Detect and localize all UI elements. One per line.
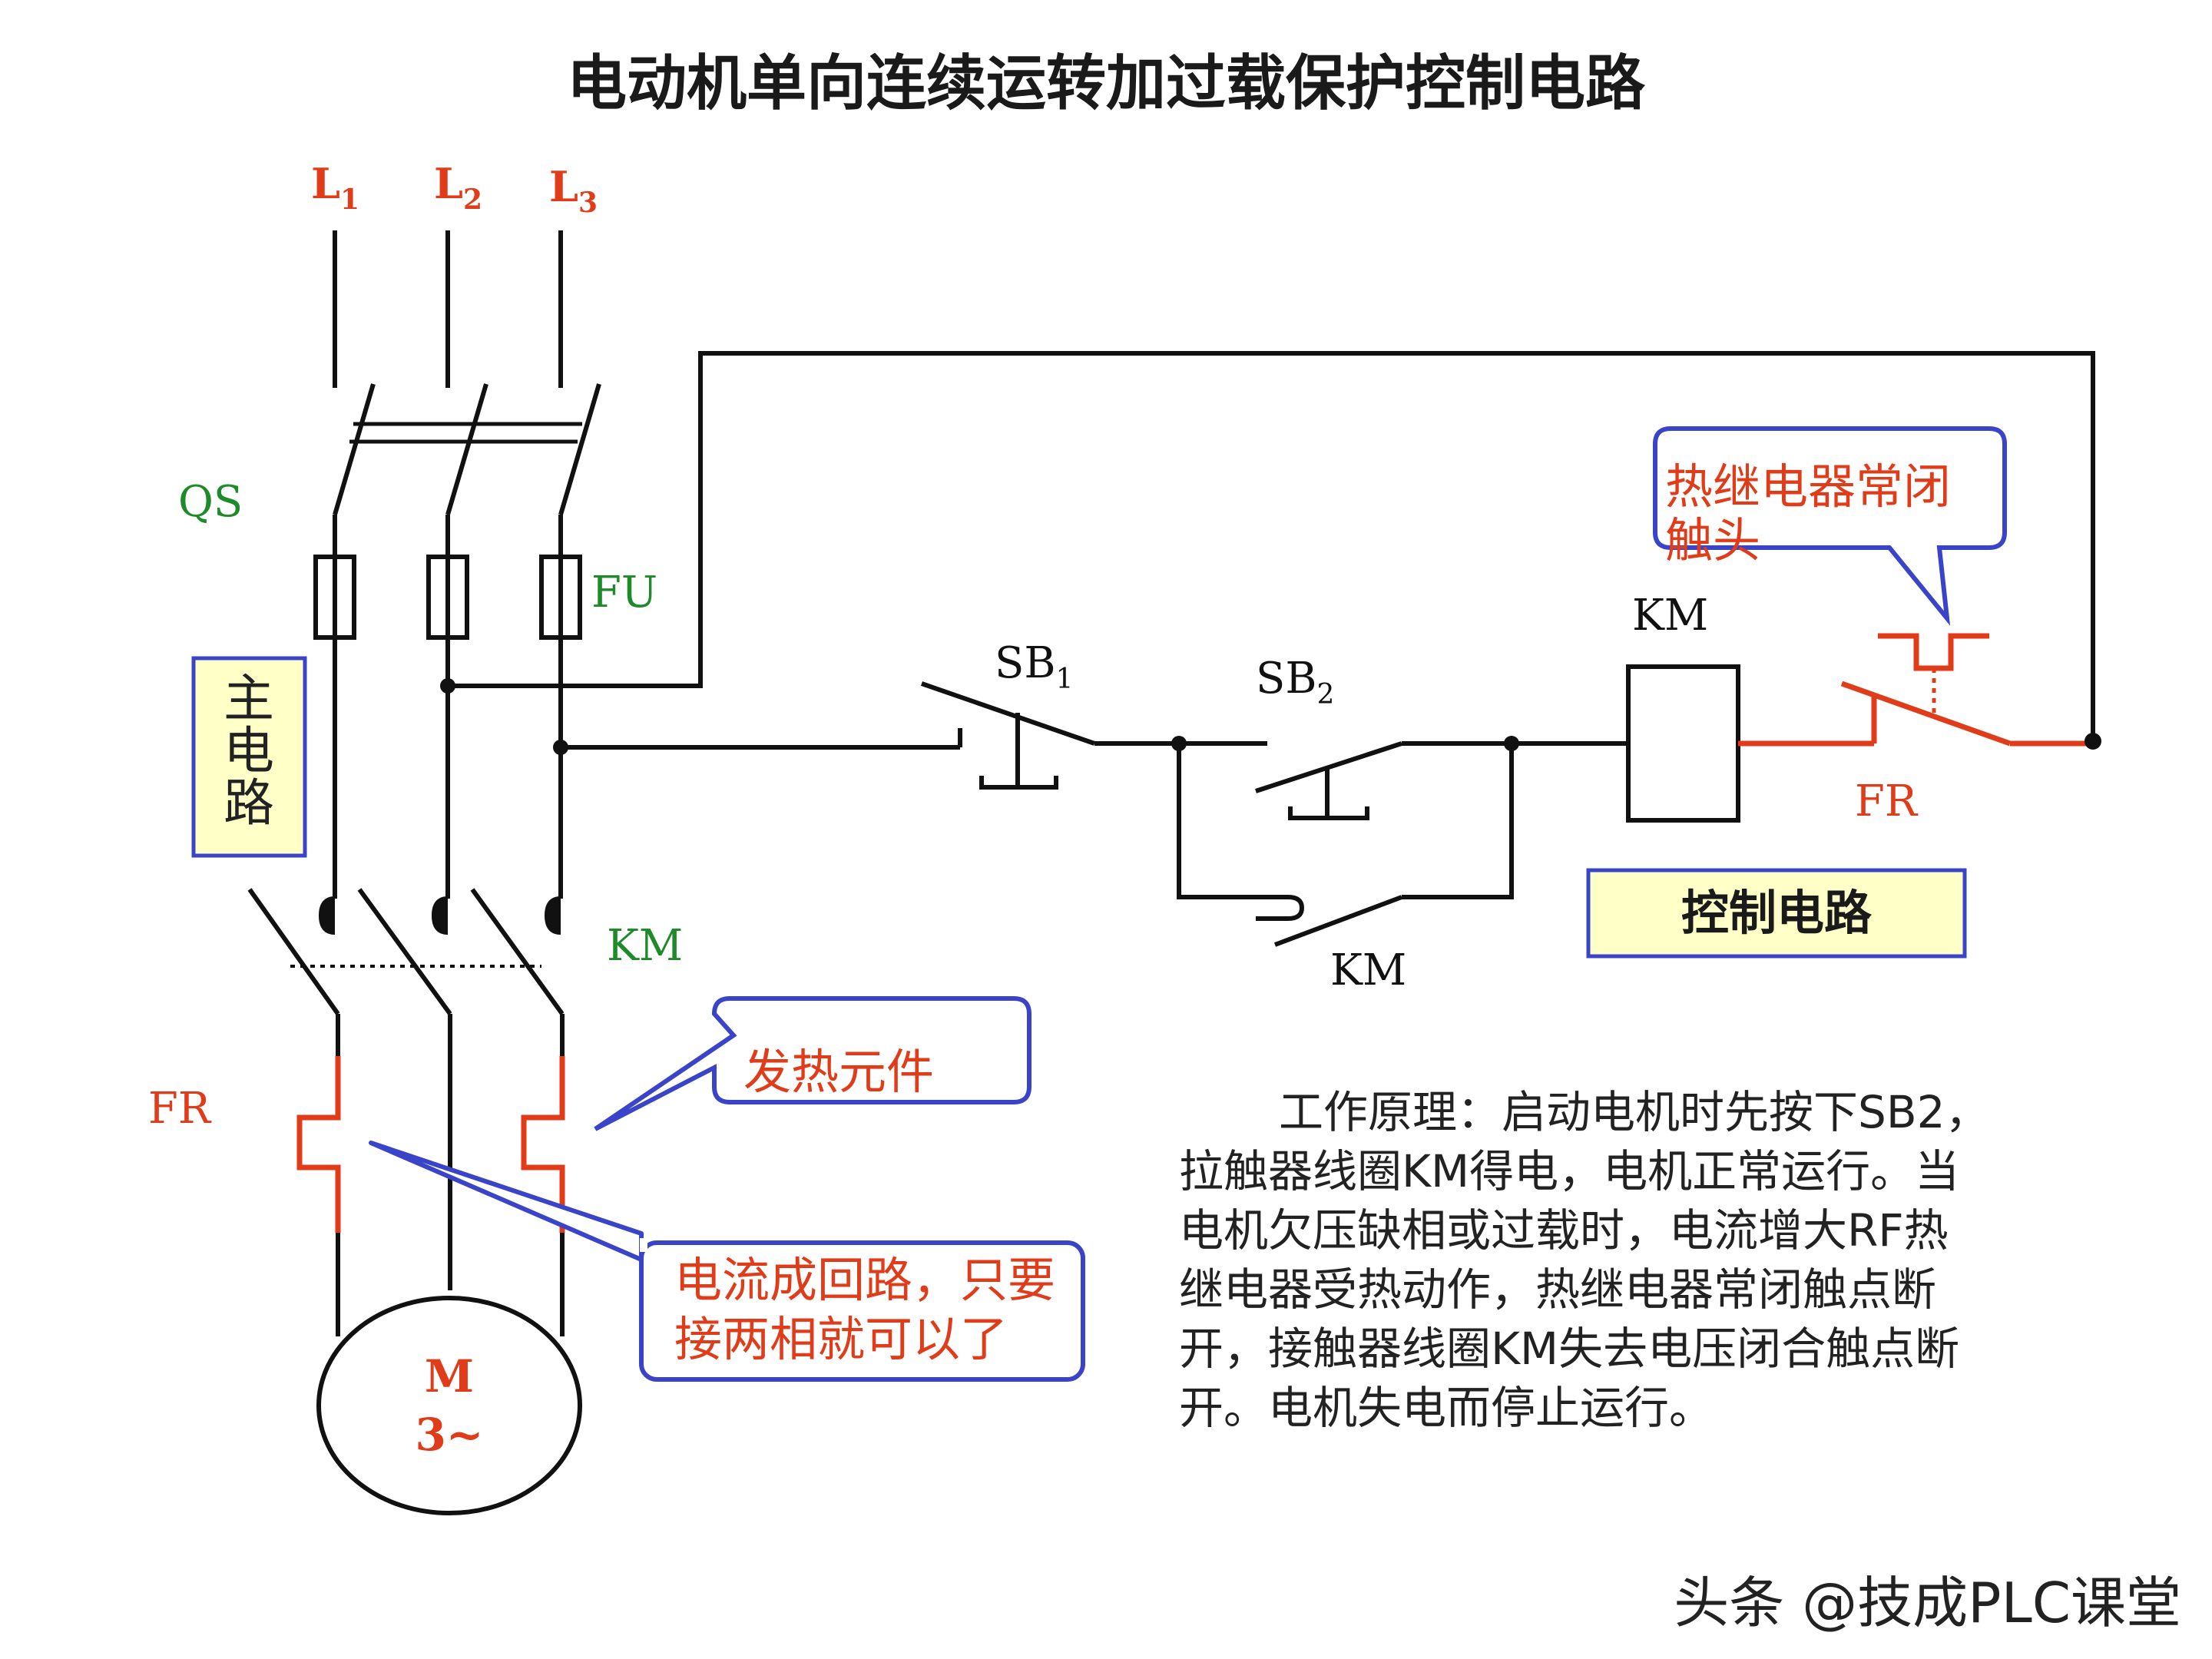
desc-line-4: 继电器受热动作，热继电器常闭触点断	[1179, 1263, 1936, 1316]
junction-return	[2085, 733, 2101, 750]
fr-control-contact	[1738, 633, 2093, 747]
km-aux-right-wire	[1402, 743, 1514, 899]
fr-control-label: FR	[1855, 777, 1919, 826]
phase-l2-label: L2	[434, 159, 482, 216]
main-circuit-box: 主 电 路	[191, 656, 307, 858]
watermark: 头条 @技成PLC课堂	[1674, 1571, 2181, 1635]
fr-heater-3	[521, 1056, 565, 1233]
km-main-blade-1	[247, 888, 340, 1015]
callout-heating-text: 发热元件	[743, 1044, 934, 1100]
phase-l3-label: L3	[549, 162, 598, 219]
km-aux-contact	[1273, 895, 1403, 947]
callout-thermal-contact: 热继电器常闭 触头	[1653, 426, 2007, 626]
sb1-contact	[921, 681, 1095, 746]
km-main-blade-2	[357, 888, 452, 1015]
km-aux-cap	[1256, 895, 1305, 921]
main-circuit-char-3: 路	[224, 773, 274, 833]
motor-phase-label: 3~	[416, 1409, 484, 1461]
junction-sb-right	[1504, 736, 1519, 751]
operating-principle: 工作原理：启动电机时先按下SB2， 拉触器线圈KM得电，电机正常运行。当 电机欠…	[1179, 1086, 1990, 1434]
km-aux-left-wire	[1177, 743, 1256, 899]
junction-sb-left	[1171, 736, 1187, 751]
km-coil	[1626, 664, 1740, 823]
motor-symbol	[316, 1296, 582, 1515]
desc-line-2: 拉触器线圈KM得电，电机正常运行。当	[1179, 1145, 1959, 1197]
sb2-button-head	[1288, 806, 1369, 820]
callout-current-loop: 电流成回路，只要 接两相就可以了	[369, 1141, 1085, 1382]
callout-loop-line2: 接两相就可以了	[674, 1311, 1008, 1367]
control-circuit-box: 控制电路	[1586, 868, 1967, 959]
fu-label: FU	[591, 568, 657, 618]
desc-line-1: 工作原理：启动电机时先按下SB2，	[1279, 1086, 1990, 1138]
callout-thermal-line1: 热继电器常闭	[1665, 459, 1951, 515]
desc-line-3: 电机欠压缺相或过载时，电流增大RF热	[1179, 1204, 1949, 1257]
callout-loop-line1: 电流成回路，只要	[674, 1252, 1055, 1308]
main-circuit-char-1: 主	[224, 669, 274, 728]
km-aux-label: KM	[1330, 945, 1406, 995]
fr-main-label: FR	[148, 1084, 212, 1134]
qs-blade-1	[333, 383, 376, 515]
desc-line-6: 开。电机失电而停止运行。	[1179, 1382, 1714, 1434]
km-main-blade-3	[470, 888, 565, 1015]
control-circuit	[448, 351, 2095, 947]
qs-blade-3	[558, 383, 601, 515]
km-contact-cap-1	[318, 896, 336, 935]
sb1-label: SB1	[995, 638, 1073, 695]
fr-heating-elements	[296, 1056, 565, 1233]
main-circuit	[313, 230, 601, 899]
main-circuit-char-2: 电	[224, 721, 274, 780]
callout-heating-element: 发热元件	[594, 996, 1031, 1131]
fr-contact-actuator	[1878, 633, 1989, 671]
km-coil-label: KM	[1632, 591, 1708, 641]
km-contact-cap-3	[544, 896, 561, 935]
qs-label: QS	[178, 477, 243, 527]
km-main-label: KM	[607, 921, 683, 971]
control-circuit-label: 控制电路	[1681, 885, 1873, 941]
desc-line-5: 开，接触器线圈KM失去电压闭合触点断	[1179, 1323, 1959, 1375]
diagram-title: 电动机单向连续运转加过载保护控制电路	[567, 49, 1646, 118]
sb1-button-head	[979, 776, 1058, 790]
fr-heater-1	[296, 1056, 341, 1233]
callout-thermal-line2: 触头	[1665, 512, 1760, 568]
km-main-contacts	[247, 888, 565, 1290]
qs-blade-2	[445, 383, 488, 515]
phase-l1-label: L1	[311, 159, 359, 216]
sb2-label: SB2	[1256, 654, 1334, 710]
sb2-contact	[1255, 741, 1402, 793]
motor-label: M	[425, 1350, 474, 1402]
km-contact-cap-2	[431, 896, 449, 935]
control-return-wire	[448, 351, 2095, 741]
phase-labels: L1 L2 L3	[311, 159, 598, 219]
